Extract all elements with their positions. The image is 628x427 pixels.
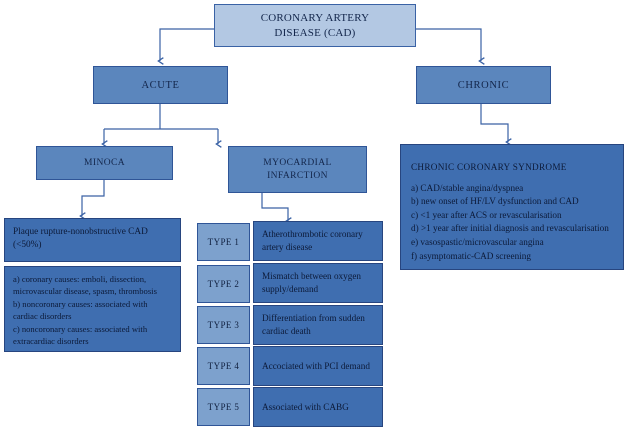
node-chronic-label: CHRONIC [457, 79, 510, 91]
mi-type-label-5[interactable]: TYPE 5 [197, 388, 250, 426]
mi-type-label-2-text: TYPE 2 [207, 279, 240, 289]
ccs-item-f: f) asymptomatic-CAD screening [411, 250, 531, 261]
ccs-item-b: b) new onset of HF/LV dysfunction and CA… [411, 196, 579, 207]
mi-type-label-2[interactable]: TYPE 2 [197, 265, 250, 303]
minoca-cause-b: b) noncoronary causes: associated with c… [13, 298, 148, 322]
node-mi-line1: MYOCARDIAL [263, 157, 332, 168]
node-cad-line2: DISEASE (CAD) [274, 26, 356, 39]
mi-type-desc-4-text: Accociated with PCI demand [262, 360, 370, 371]
node-cad-line1: CORONARY ARTERY [260, 11, 370, 24]
mi-type-label-5-text: TYPE 5 [207, 402, 240, 412]
node-chronic[interactable]: CHRONIC [416, 66, 551, 104]
mi-type-label-1-text: TYPE 1 [207, 237, 240, 247]
mi-type-desc-3[interactable]: Differentiation from sudden cardiac deat… [253, 305, 383, 345]
mi-type-desc-3-text: Differentiation from sudden cardiac deat… [262, 313, 365, 336]
flowchart-canvas: CORONARY ARTERY DISEASE (CAD) ACUTE CHRO… [4, 4, 624, 427]
node-acute[interactable]: ACUTE [93, 66, 228, 104]
minoca-cause-a: a) coronary causes: emboli, dissection, … [13, 274, 157, 297]
minoca-header-text: Plaque rupture-nonobstructive CAD (<50%) [13, 227, 148, 251]
mi-type-desc-1[interactable]: Atherothrombotic coronary artery disease [253, 221, 383, 261]
ccs-header: CHRONIC CORONARY SYNDROME [411, 162, 567, 172]
ccs-item-c: c) <1 year after ACS or revascularisatio… [411, 209, 562, 220]
ccs-item-e: e) vasospastic/microvascular angina [411, 236, 544, 247]
mi-type-desc-2[interactable]: Mismatch between oxygen supply/demand [253, 263, 383, 303]
node-minoca[interactable]: MINOCA [36, 146, 173, 180]
node-coronary-artery-disease[interactable]: CORONARY ARTERY DISEASE (CAD) [214, 4, 416, 47]
node-myocardial-infarction[interactable]: MYOCARDIAL INFARCTION [228, 146, 367, 193]
node-acute-label: ACUTE [141, 79, 180, 91]
mi-type-desc-5-text: Associated with CABG [262, 401, 349, 412]
mi-type-desc-2-text: Mismatch between oxygen supply/demand [262, 271, 361, 294]
node-minoca-label: MINOCA [84, 157, 125, 168]
mi-type-label-3[interactable]: TYPE 3 [197, 306, 250, 344]
ccs-item-a: a) CAD/stable angina/dyspnea [411, 182, 524, 193]
mi-type-label-3-text: TYPE 3 [207, 320, 240, 330]
mi-type-desc-4[interactable]: Accociated with PCI demand [253, 346, 383, 386]
mi-type-desc-1-text: Atherothrombotic coronary artery disease [262, 229, 363, 252]
mi-type-label-4-text: TYPE 4 [207, 361, 240, 371]
minoca-header-box[interactable]: Plaque rupture-nonobstructive CAD (<50%) [4, 218, 181, 262]
minoca-cause-c: c) noncoronary causes: associated with e… [13, 323, 148, 347]
mi-type-label-4[interactable]: TYPE 4 [197, 347, 250, 385]
ccs-item-d: d) >1 year after initial diagnosis and r… [411, 223, 609, 234]
chronic-coronary-syndrome-box[interactable]: CHRONIC CORONARY SYNDROME a) CAD/stable … [400, 144, 624, 270]
node-mi-line2: INFARCTION [267, 170, 328, 181]
minoca-causes-box[interactable]: a) coronary causes: emboli, dissection, … [4, 266, 181, 352]
mi-type-label-1[interactable]: TYPE 1 [197, 223, 250, 261]
mi-type-desc-5[interactable]: Associated with CABG [253, 387, 383, 427]
